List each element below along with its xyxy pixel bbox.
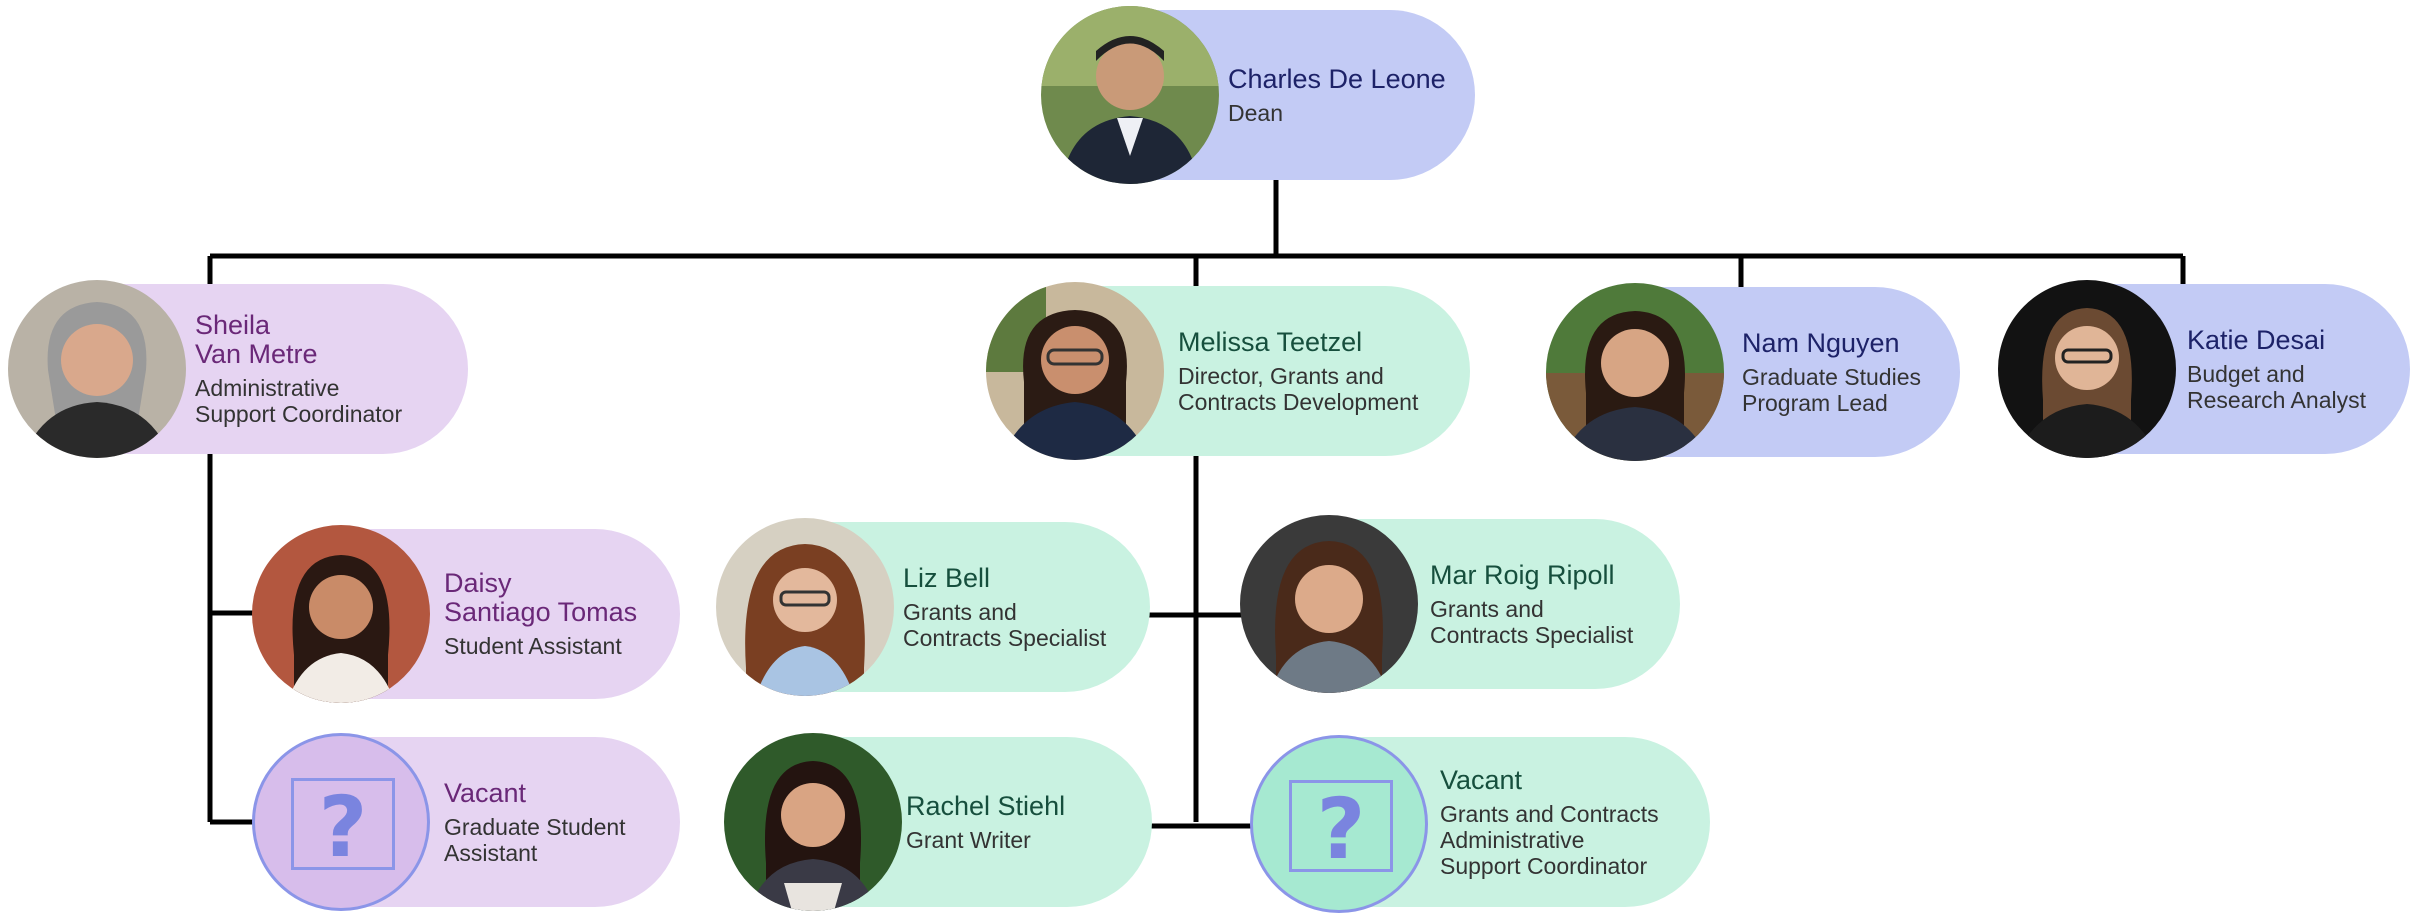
dean-title: Dean [1228, 99, 1283, 126]
question-mark-icon: ? [1289, 780, 1393, 875]
nam-name: Nam Nguyen [1742, 327, 1900, 358]
dean-text: Charles De Leone Dean [1228, 10, 1446, 180]
dean-name: Charles De Leone [1228, 63, 1446, 94]
mar-photo [1240, 515, 1418, 693]
rachel-text: Rachel Stiehl Grant Writer [906, 737, 1065, 907]
sheila-photo [8, 280, 186, 458]
melissa-photo [986, 282, 1164, 460]
dean-photo [1041, 6, 1219, 184]
vacant-placeholder: ? [1250, 735, 1428, 913]
melissa-name: Melissa Teetzel [1178, 326, 1363, 357]
question-mark-icon: ? [291, 778, 395, 873]
liz-name: Liz Bell [903, 562, 991, 593]
rachel-title: Grant Writer [906, 826, 1031, 853]
node-rachel: Rachel Stiehl Grant Writer [724, 733, 1152, 911]
mar-name: Mar Roig Ripoll [1430, 559, 1615, 590]
katie-photo [1998, 280, 2176, 458]
daisy-title: Student Assistant [444, 633, 622, 659]
node-dean: Charles De Leone Dean [1041, 6, 1475, 184]
rachel-photo [724, 733, 902, 911]
vacant1-name: Vacant [444, 777, 527, 808]
vacant2-name: Vacant [1440, 764, 1523, 795]
rachel-name: Rachel Stiehl [906, 790, 1066, 821]
vacant-placeholder: ? [252, 733, 430, 911]
daisy-photo [252, 525, 430, 703]
katie-name: Katie Desai [2187, 324, 2326, 355]
liz-photo [716, 518, 894, 696]
nam-photo [1546, 283, 1724, 461]
